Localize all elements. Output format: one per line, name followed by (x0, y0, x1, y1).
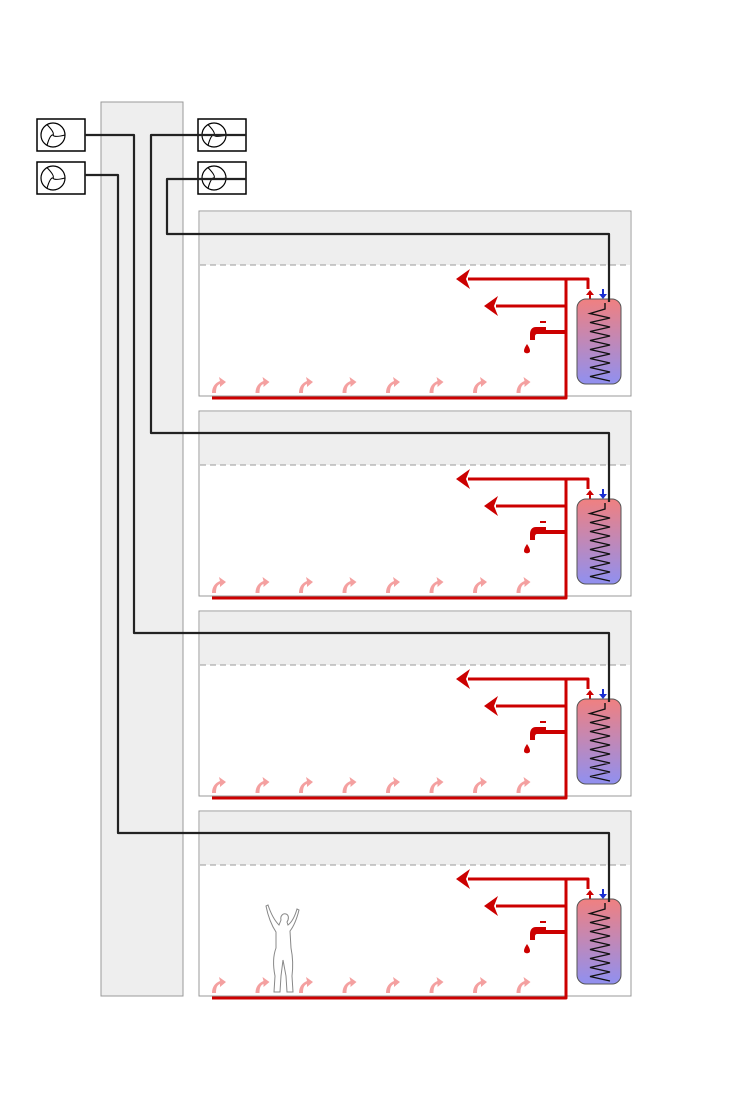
refrigerant-pipe (149, 133, 611, 502)
underfloor-heating-pipe (212, 479, 568, 600)
hot-air-supply-pipe (468, 477, 590, 489)
heat-arrow-icon (212, 577, 226, 593)
air-outlet-arrow (484, 496, 498, 516)
suspended-ceiling (200, 212, 630, 265)
cold-in-indicator (599, 689, 607, 699)
heat-arrow-icon (429, 777, 444, 793)
air-outlet-arrow (456, 669, 470, 689)
heat-arrow-icon (212, 377, 226, 393)
heat-arrow-icon (255, 777, 270, 793)
person-icon (265, 904, 300, 993)
heat-exchanger-coil (587, 303, 611, 382)
floor-2 (198, 410, 632, 600)
vertical-shaft (100, 101, 184, 997)
water-tap-icon (524, 521, 566, 554)
heat-arrow-icon (386, 577, 400, 593)
hot-water-tank-icon (576, 898, 622, 985)
floor-4 (198, 810, 632, 1000)
heat-arrow-icon (255, 577, 270, 593)
underfloor-heating-pipe (212, 879, 568, 1000)
suspended-ceiling (200, 812, 630, 865)
water-tap-icon (524, 721, 566, 754)
heat-arrow-icon (299, 977, 313, 993)
heat-arrow-icon (342, 577, 357, 593)
underfloor-heating-pipe (212, 679, 568, 800)
heat-arrow-icon (342, 377, 357, 393)
hot-out-indicator (586, 290, 594, 299)
heat-arrow-icon (473, 777, 487, 793)
heat-arrow-icon (299, 777, 313, 793)
heat-arrow-icon (516, 977, 531, 993)
heat-exchanger-coil (587, 503, 611, 582)
cold-in-indicator (599, 289, 607, 299)
refrigerant-pipe (85, 173, 611, 902)
air-outlet-arrow (484, 296, 498, 316)
hot-air-supply-pipe (468, 677, 590, 689)
heat-arrow-icon (386, 377, 400, 393)
heat-exchanger-coil (587, 703, 611, 782)
heat-arrow-icon (342, 777, 357, 793)
floors (198, 210, 632, 1000)
hot-water-tank-icon (576, 498, 622, 585)
heat-arrow-icon (473, 977, 487, 993)
heat-arrow-icon (212, 977, 226, 993)
hot-out-indicator (586, 890, 594, 899)
heat-exchanger-coil (587, 903, 611, 982)
floor-1 (198, 210, 632, 400)
air-outlet-arrow (456, 469, 470, 489)
air-outlet-arrow (456, 269, 470, 289)
hot-out-indicator (586, 490, 594, 499)
heat-arrow-icon (255, 377, 270, 393)
heat-arrow-icon (342, 977, 357, 993)
cold-in-indicator (599, 889, 607, 899)
water-tap-icon (524, 921, 566, 954)
suspended-ceiling (200, 612, 630, 665)
hot-air-supply-pipe (468, 877, 590, 889)
underfloor-heating-pipe (212, 279, 568, 400)
heat-arrow-icon (386, 977, 400, 993)
fan-icon (36, 118, 86, 152)
heat-arrow-icon (386, 777, 400, 793)
fan-icon (36, 161, 86, 195)
heat-arrow-icon (429, 977, 444, 993)
refrigerant-pipe (165, 177, 611, 302)
heat-arrow-icon (299, 577, 313, 593)
refrigerant-pipe (85, 133, 611, 702)
heat-arrow-icon (299, 377, 313, 393)
air-outlet-arrow (456, 869, 470, 889)
hot-air-supply-pipe (468, 277, 590, 289)
heat-arrow-icon (473, 577, 487, 593)
air-outlet-arrow (484, 896, 498, 916)
refrigerant-pipes (85, 133, 611, 902)
heat-arrow-icon (255, 977, 270, 993)
floor-3 (198, 610, 632, 800)
heat-arrow-icon (516, 777, 531, 793)
heat-arrow-icon (516, 377, 531, 393)
suspended-ceiling (200, 412, 630, 465)
heat-arrow-icon (429, 577, 444, 593)
heat-arrow-icon (516, 577, 531, 593)
water-tap-icon (524, 321, 566, 354)
cold-in-indicator (599, 489, 607, 499)
heat-arrow-icon (429, 377, 444, 393)
heat-arrow-icon (473, 377, 487, 393)
air-outlet-arrow (484, 696, 498, 716)
hot-out-indicator (586, 690, 594, 699)
hot-water-tank-icon (576, 298, 622, 385)
hot-water-tank-icon (576, 698, 622, 785)
heat-arrow-icon (212, 777, 226, 793)
